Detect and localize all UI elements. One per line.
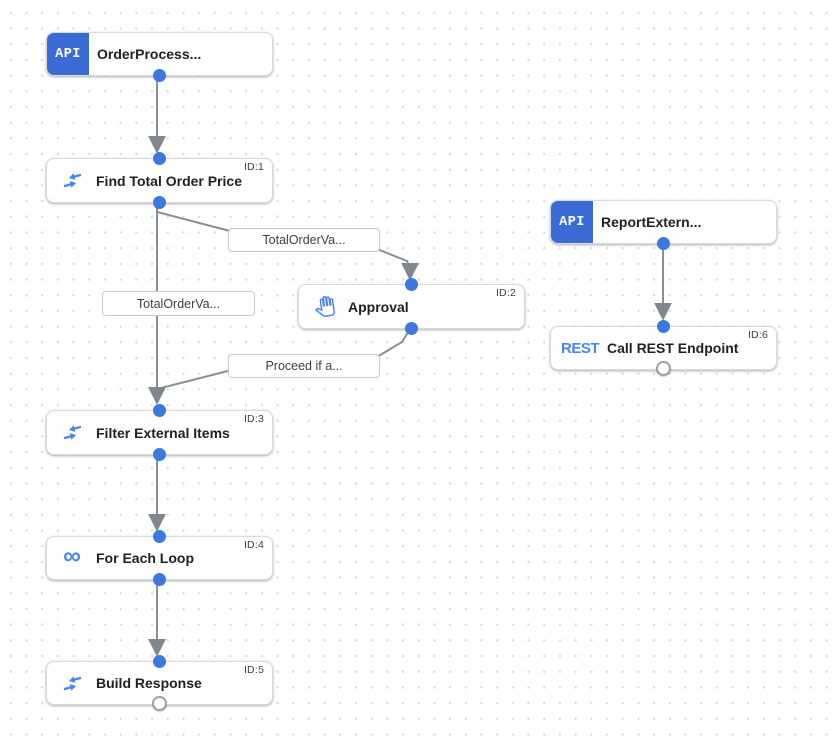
node-build-response[interactable]: ID:5 Build Response xyxy=(46,655,273,711)
node-title: Find Total Order Price xyxy=(96,172,242,189)
task-id-badge: ID:3 xyxy=(243,413,264,425)
node-title: Filter External Items xyxy=(96,424,230,441)
output-port[interactable] xyxy=(153,573,166,586)
edge-label-proceed-if[interactable]: Proceed if a... xyxy=(228,354,380,378)
node-orderprocess-trigger[interactable]: API OrderProcess... xyxy=(46,32,273,82)
node-title: For Each Loop xyxy=(96,550,194,566)
output-port[interactable] xyxy=(657,237,670,250)
input-port[interactable] xyxy=(657,320,670,333)
api-trigger-icon: API xyxy=(47,33,89,75)
node-find-total-order-price[interactable]: ID:1 Find Total Order Price xyxy=(46,152,273,209)
edge-label-totalordervalue-approval[interactable]: TotalOrderVa... xyxy=(228,228,380,252)
node-title: Approval xyxy=(348,298,409,315)
node-filter-external-items[interactable]: ID:3 Filter External Items xyxy=(46,404,273,461)
task-id-badge: ID:1 xyxy=(243,161,264,173)
task-id-badge: ID:6 xyxy=(747,329,768,341)
rest-endpoint-icon: REST xyxy=(561,339,600,357)
node-title: Build Response xyxy=(96,675,202,691)
output-port[interactable] xyxy=(153,448,166,461)
output-port[interactable] xyxy=(405,322,418,335)
pan-tool-icon xyxy=(311,294,337,320)
input-port[interactable] xyxy=(153,152,166,165)
node-title: ReportExtern... xyxy=(601,214,702,230)
data-mapping-icon xyxy=(59,420,85,446)
api-trigger-icon: API xyxy=(551,201,593,243)
output-port[interactable] xyxy=(153,196,166,209)
data-mapping-icon xyxy=(59,168,85,194)
for-each-loop-icon: ∞ xyxy=(63,542,81,570)
edge-label-totalordervalue-filter[interactable]: TotalOrderVa... xyxy=(102,291,255,316)
node-for-each-loop[interactable]: ID:4 ∞ For Each Loop xyxy=(46,530,273,586)
task-id-badge: ID:2 xyxy=(495,287,516,299)
output-port[interactable] xyxy=(656,361,671,376)
output-port[interactable] xyxy=(152,696,167,711)
data-mapping-icon xyxy=(59,670,85,696)
input-port[interactable] xyxy=(153,404,166,417)
task-id-badge: ID:5 xyxy=(243,664,264,676)
input-port[interactable] xyxy=(405,278,418,291)
input-port[interactable] xyxy=(153,530,166,543)
node-reportextern-trigger[interactable]: API ReportExtern... xyxy=(550,200,777,250)
node-title: Call REST Endpoint xyxy=(607,340,739,356)
node-approval[interactable]: ID:2 Approval xyxy=(298,278,525,335)
output-port[interactable] xyxy=(153,69,166,82)
task-id-badge: ID:4 xyxy=(243,539,264,551)
input-port[interactable] xyxy=(153,655,166,668)
node-title: OrderProcess... xyxy=(97,46,202,62)
